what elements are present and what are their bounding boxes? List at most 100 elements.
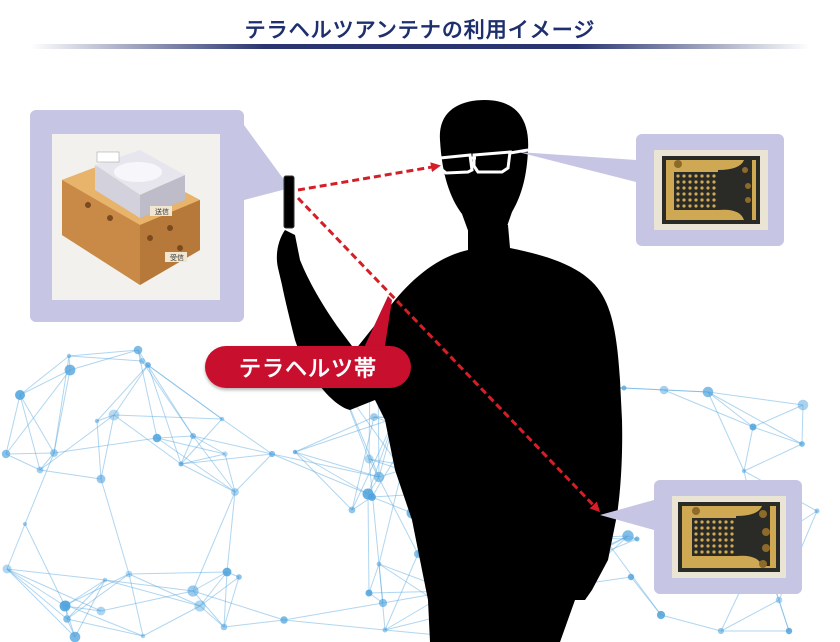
network-link <box>128 573 144 637</box>
chip-pad <box>694 174 698 178</box>
network-link <box>223 619 285 628</box>
network-link <box>223 571 228 628</box>
network-node <box>194 600 206 612</box>
chip-pad <box>682 186 686 190</box>
network-link <box>96 364 149 422</box>
network-node <box>362 488 374 500</box>
smartphone <box>283 175 295 229</box>
network-link <box>351 416 375 511</box>
chip-pad <box>700 180 704 184</box>
chip-pad <box>706 180 710 184</box>
network-link <box>5 369 71 455</box>
network-node <box>94 418 100 424</box>
network-link <box>142 605 201 637</box>
network-link <box>224 453 236 493</box>
network-node <box>108 409 120 421</box>
antenna-chip-bottom <box>678 502 780 572</box>
network-link <box>180 453 226 465</box>
network-link <box>74 579 106 638</box>
network-node <box>814 508 820 514</box>
chip-pad <box>700 538 704 542</box>
network-node <box>69 631 81 642</box>
network-link <box>271 453 380 478</box>
chip-pad <box>724 550 728 554</box>
network-link <box>113 414 182 465</box>
network-link <box>68 355 143 362</box>
network-node <box>627 573 635 581</box>
network-node <box>125 570 133 578</box>
network-link <box>752 426 803 445</box>
chip-pad <box>712 192 716 196</box>
network-node <box>659 385 669 395</box>
network-link <box>113 364 149 416</box>
network-node <box>621 385 627 391</box>
network-link <box>24 452 55 525</box>
network-link <box>6 568 102 612</box>
network-link <box>294 417 396 453</box>
chip-pad <box>712 204 716 208</box>
chip-pad <box>718 526 722 530</box>
band-label-pointer <box>362 296 392 352</box>
network-node <box>622 530 634 542</box>
chip-pad <box>730 526 734 530</box>
network-link <box>128 571 228 575</box>
network-node <box>219 416 225 422</box>
chip-pad <box>688 180 692 184</box>
network-link <box>24 523 66 607</box>
chip-pad <box>712 186 716 190</box>
chip-pad <box>712 526 716 530</box>
title-underline <box>30 44 810 49</box>
network-node <box>222 567 232 577</box>
network-link <box>5 452 55 455</box>
network-link <box>141 360 223 420</box>
network-link <box>66 618 144 637</box>
network-node <box>797 399 809 411</box>
chip-pad <box>718 520 722 524</box>
chip-pad <box>700 526 704 530</box>
network-node <box>133 345 143 355</box>
network-link <box>384 553 419 631</box>
network-link <box>271 453 369 495</box>
chip-pad <box>724 544 728 548</box>
chip-pad <box>700 198 704 202</box>
network-link <box>100 590 194 612</box>
chip-pad <box>706 526 710 530</box>
network-node <box>190 433 196 439</box>
chip-pad <box>718 550 722 554</box>
chip-pad <box>700 532 704 536</box>
network-link <box>66 579 106 620</box>
antenna-device-photo: 送信 受信 <box>62 150 200 285</box>
network-link <box>294 451 353 511</box>
network-link <box>223 576 240 628</box>
chip-pad <box>706 174 710 178</box>
chip-pad <box>712 520 716 524</box>
network-node <box>717 627 725 635</box>
chip-pad <box>700 204 704 208</box>
network-link <box>19 355 70 396</box>
network-link <box>19 394 41 471</box>
network-node <box>2 564 12 574</box>
chip-pad <box>682 204 686 208</box>
network-node <box>365 589 373 597</box>
network-link <box>199 605 225 628</box>
chip-pad <box>694 520 698 524</box>
network-link <box>199 571 228 607</box>
network-link <box>69 349 139 371</box>
chip-pad <box>682 174 686 178</box>
page-title: テラヘルツアンテナの利用イメージ <box>244 18 596 42</box>
network-node <box>187 585 199 597</box>
network-link <box>283 619 386 631</box>
network-node <box>152 433 162 443</box>
network-link <box>65 604 144 637</box>
network-link <box>39 414 115 471</box>
chip-pad <box>688 186 692 190</box>
network-node <box>236 574 242 580</box>
network-node <box>775 596 783 604</box>
network-link <box>192 590 285 621</box>
network-node <box>268 450 276 458</box>
network-link <box>663 389 754 428</box>
network-link <box>378 563 386 631</box>
network-node <box>382 627 388 633</box>
device-label-tx: 送信 <box>155 207 169 216</box>
network-link <box>226 491 236 573</box>
